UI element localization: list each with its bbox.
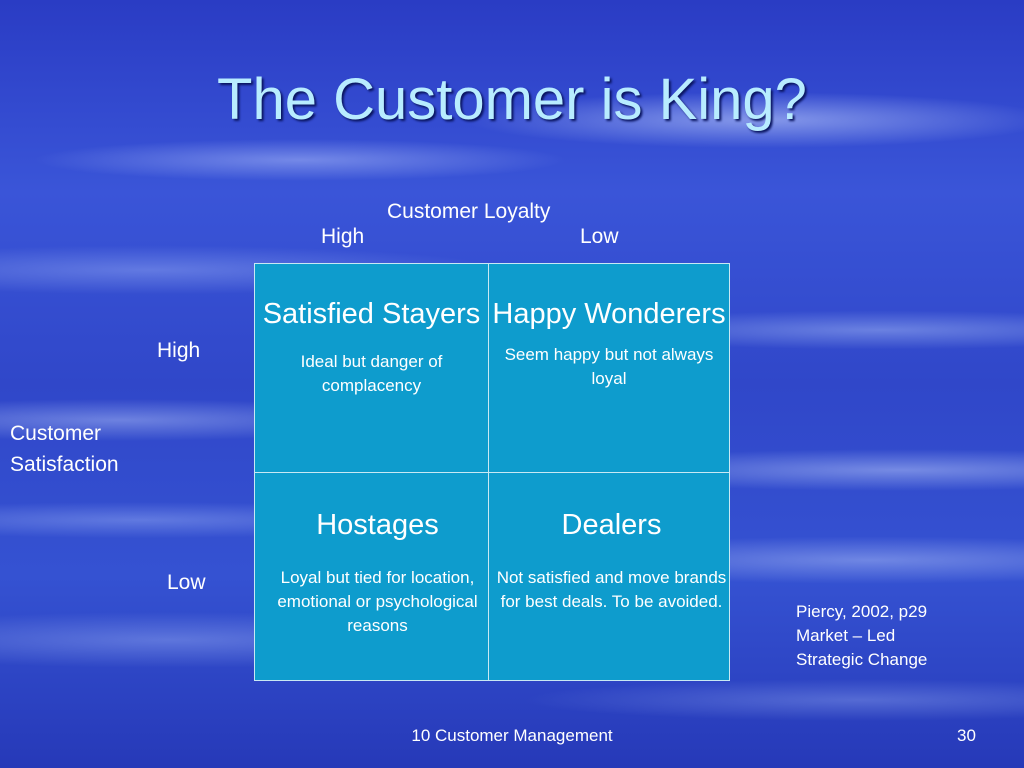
column-low-label: Low <box>580 225 619 248</box>
row-low-label: Low <box>167 571 206 594</box>
cell-description: Ideal but danger of complacency <box>300 352 443 395</box>
row-axis-label: Customer Satisfaction <box>10 422 119 476</box>
cell-dealers: Dealers Not satisfied and move brands fo… <box>489 505 734 614</box>
page-number: 30 <box>957 726 976 745</box>
cell-satisfied-stayers: Satisfied Stayers Ideal but danger of co… <box>255 294 488 398</box>
citation: Piercy, 2002, p29 Market – Led Strategic… <box>796 602 928 669</box>
cell-description: Not satisfied and move brands for best d… <box>496 568 727 611</box>
cell-description: Loyal but tied for location, emotional o… <box>277 568 478 635</box>
slide-title: The Customer is King? <box>217 67 807 132</box>
cell-title: Happy Wonderers <box>492 298 726 330</box>
cell-title: Hostages <box>316 509 439 541</box>
column-axis-label: Customer Loyalty <box>387 200 551 223</box>
loyalty-satisfaction-matrix: Satisfied Stayers Ideal but danger of co… <box>254 263 730 681</box>
cell-title: Satisfied Stayers <box>262 298 481 330</box>
cell-hostages: Hostages Loyal but tied for location, em… <box>255 505 500 638</box>
cell-title: Dealers <box>561 509 662 541</box>
row-high-label: High <box>157 339 201 362</box>
matrix-horizontal-divider <box>255 472 729 473</box>
cell-happy-wonderers: Happy Wonderers Seem happy but not alway… <box>489 294 729 391</box>
column-high-label: High <box>321 225 365 248</box>
cell-description: Seem happy but not always loyal <box>504 345 714 388</box>
footer-text: 10 Customer Management <box>411 726 613 745</box>
